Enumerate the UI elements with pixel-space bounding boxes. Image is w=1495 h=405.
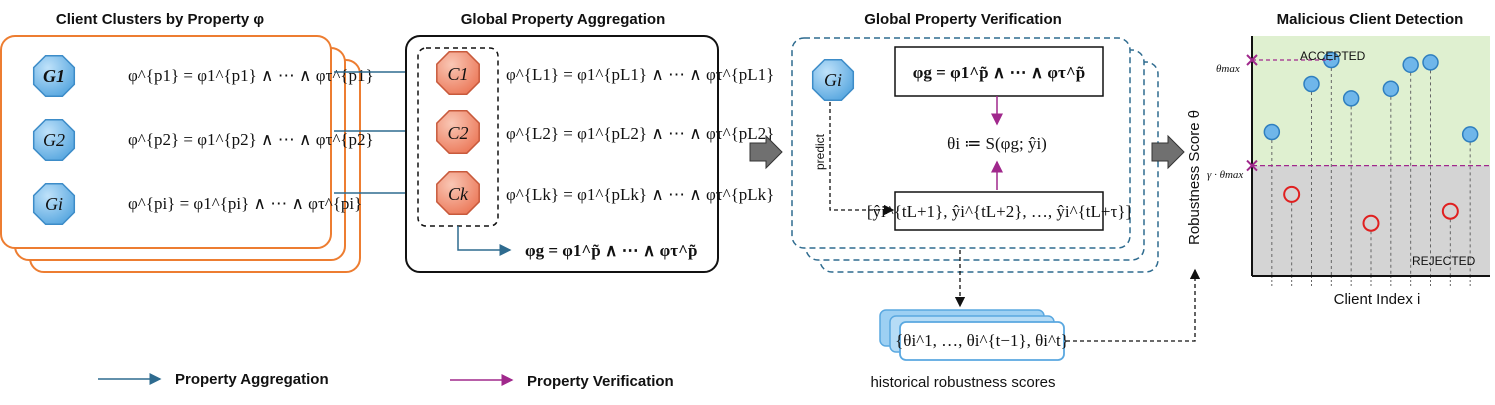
legend-verification-label: Property Verification: [527, 373, 674, 390]
cluster-head-c2: C2: [436, 110, 480, 154]
predictions-box: [894, 191, 1104, 231]
cluster-head-ck: Ck: [436, 171, 480, 215]
cluster-head-label: C2: [447, 123, 468, 143]
circle-node-icon: [32, 118, 76, 162]
theta-max-label: θmax: [1216, 63, 1240, 75]
accepted-client-point: [1402, 56, 1419, 74]
verification-client-node: Gi: [811, 58, 855, 102]
rejected-client-point: [1441, 202, 1459, 220]
global-property-box: [894, 46, 1104, 97]
global-aggregate-arrow: [457, 226, 512, 256]
accepted-client-point: [1382, 80, 1400, 98]
x-axis-label: Client Index i: [1334, 291, 1421, 308]
client-node-label: G1: [43, 66, 65, 86]
theta-max-marker: [1246, 54, 1258, 66]
accepted-client-point: [1342, 90, 1360, 107]
cluster-card-stack: [0, 35, 361, 273]
cluster-formula-2: φ^{p2} = φ1^{p2} ∧ ⋯ ∧ φτ^{p2}: [128, 130, 374, 149]
history-to-detection-arrow: [1066, 268, 1201, 342]
predict-arrow: [829, 102, 895, 216]
circle-node-icon: [32, 54, 76, 98]
detection-chart: [1246, 36, 1490, 286]
cluster-formula-i: φ^{pi} = φ1^{pi} ∧ ⋯ ∧ φτ^{pi}: [128, 194, 362, 213]
accepted-client-point: [1422, 54, 1439, 71]
predict-label: predict: [813, 133, 827, 170]
aggregation-formula-2: φ^{L2} = φ1^{pL2} ∧ ⋯ ∧ φτ^{pL2}: [506, 124, 774, 143]
aggregation-formula-1: φ^{L1} = φ1^{pL1} ∧ ⋯ ∧ φτ^{pL1}: [506, 65, 774, 84]
circle-node-icon: [32, 182, 76, 226]
detection-title: Malicious Client Detection: [1277, 11, 1464, 28]
history-caption: historical robustness scores: [870, 374, 1055, 391]
client-node-g2: G2: [32, 118, 76, 162]
global-property-box-formula: φg = φ1^p̃ ∧ ⋯ ∧ φτ^p̃: [913, 63, 1085, 82]
accepted-label: ACCEPTED: [1300, 49, 1366, 63]
threshold-markers: [1246, 54, 1332, 172]
cluster-formula-1: φ^{p1} = φ1^{p1} ∧ ⋯ ∧ φτ^{p1}: [128, 66, 374, 85]
rejected-label: REJECTED: [1412, 254, 1476, 268]
accepted-client-point: [1263, 123, 1281, 141]
chart-stems: [1271, 68, 1471, 286]
octagon-node-icon: [436, 51, 480, 95]
cluster-head-label: Ck: [448, 184, 469, 204]
global-property-formula: φg = φ1^p̃ ∧ ⋯ ∧ φτ^p̃: [525, 241, 697, 260]
robustness-score-formula: θi ≔ S(φg; ŷi): [947, 134, 1047, 153]
accepted-region: [1252, 36, 1490, 166]
accepted-client-point: [1461, 126, 1479, 143]
aggregation-formula-k: φ^{Lk} = φ1^{pLk} ∧ ⋯ ∧ φτ^{pLk}: [506, 185, 774, 204]
block-arrow-icon: [749, 134, 783, 170]
aggregation-panel: [405, 35, 719, 273]
chart-marks: [1263, 51, 1479, 232]
circle-node-icon: [811, 58, 855, 102]
history-scores-stack: [879, 309, 1065, 361]
history-formula: {θi^1, …, θi^{t−1}, θi^t}: [895, 331, 1069, 350]
cluster-head-c1: C1: [436, 51, 480, 95]
legend-aggregation-label: Property Aggregation: [175, 371, 329, 388]
rejected-client-point: [1283, 185, 1301, 203]
y-axis-label: Robustness Score θ: [1186, 110, 1203, 245]
client-node-label: G2: [43, 130, 65, 150]
verification-title: Global Property Verification: [864, 11, 1062, 28]
aggregation-title: Global Property Aggregation: [461, 11, 665, 28]
client-node-label: Gi: [45, 194, 63, 214]
threshold-marker: [1246, 159, 1258, 172]
clusters-title: Client Clusters by Property φ: [56, 11, 265, 28]
threshold-label: γ · θmax: [1207, 169, 1243, 181]
rejected-client-point: [1362, 214, 1380, 232]
client-node-gi: Gi: [32, 182, 76, 226]
client-node-label: Gi: [824, 70, 842, 90]
predictions-formula: [ŷi^{tL+1}, ŷi^{tL+2}, …, ŷi^{tL+τ}]: [867, 202, 1131, 221]
client-node-g1: G1: [32, 54, 76, 98]
octagon-node-icon: [436, 171, 480, 215]
octagon-node-icon: [436, 110, 480, 154]
block-arrow-icon: [1151, 134, 1185, 170]
accepted-client-point: [1303, 75, 1320, 93]
cluster-head-label: C1: [447, 64, 468, 84]
